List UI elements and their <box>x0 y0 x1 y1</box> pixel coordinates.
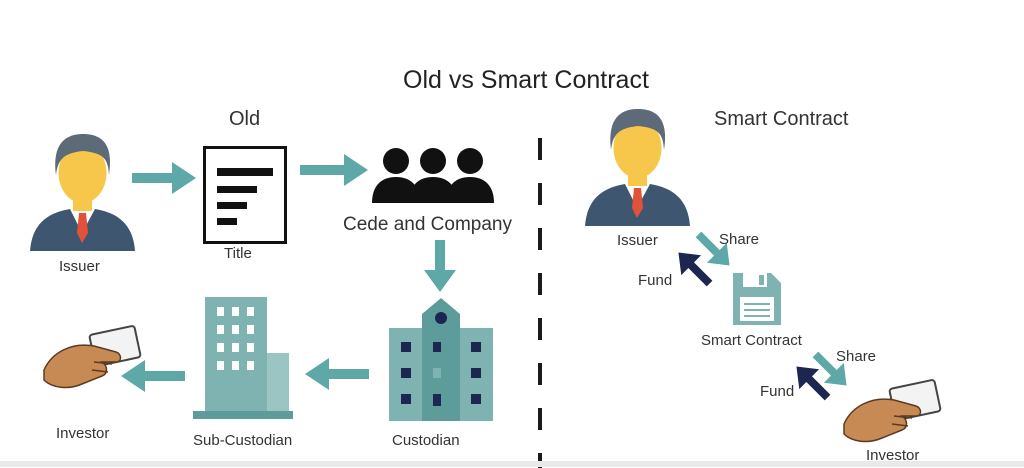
fund-label-2: Fund <box>760 383 795 400</box>
share-arrow-icon <box>695 231 730 266</box>
diagram-title: Old vs Smart Contract <box>403 66 649 94</box>
dashed-divider <box>538 138 542 468</box>
smart-contract-label: Smart Contract <box>701 332 802 349</box>
custodian-building-icon <box>389 298 493 421</box>
old-heading: Old <box>229 108 261 130</box>
sub-custodian-label: Sub-Custodian <box>193 432 293 449</box>
smart-investor-label: Investor <box>866 447 920 464</box>
smart-contract-heading: Smart Contract <box>714 108 849 130</box>
issuer-person-icon <box>585 109 690 226</box>
sub-custodian-building-icon <box>193 297 293 419</box>
arrow-down-icon <box>424 240 456 292</box>
investor-hand-card-icon <box>843 379 942 443</box>
arrow-left-icon <box>121 360 185 392</box>
issuer-person-icon <box>30 134 135 251</box>
share-label-1: Share <box>719 231 760 248</box>
custodian-label: Custodian <box>392 432 460 449</box>
arrow-left-icon <box>305 358 369 390</box>
fund-label-1: Fund <box>638 272 673 289</box>
title-document-icon <box>203 146 287 244</box>
group-people-icon <box>372 148 494 203</box>
fund-arrow-icon <box>678 252 713 287</box>
arrow-right-icon <box>132 162 196 194</box>
old-investor-label: Investor <box>56 425 110 442</box>
smart-issuer-label: Issuer <box>617 232 658 249</box>
arrow-right-icon <box>300 154 368 186</box>
share-arrow-icon <box>812 351 847 386</box>
title-doc-label: Title <box>224 245 252 262</box>
fund-arrow-icon <box>796 366 831 401</box>
investor-hand-card-icon <box>43 325 142 389</box>
smart-contract-disk-icon <box>733 273 781 325</box>
old-issuer-label: Issuer <box>59 258 100 275</box>
share-label-2: Share <box>836 348 877 365</box>
cede-label: Cede and Company <box>343 214 512 235</box>
bottom-bar <box>0 461 1024 467</box>
